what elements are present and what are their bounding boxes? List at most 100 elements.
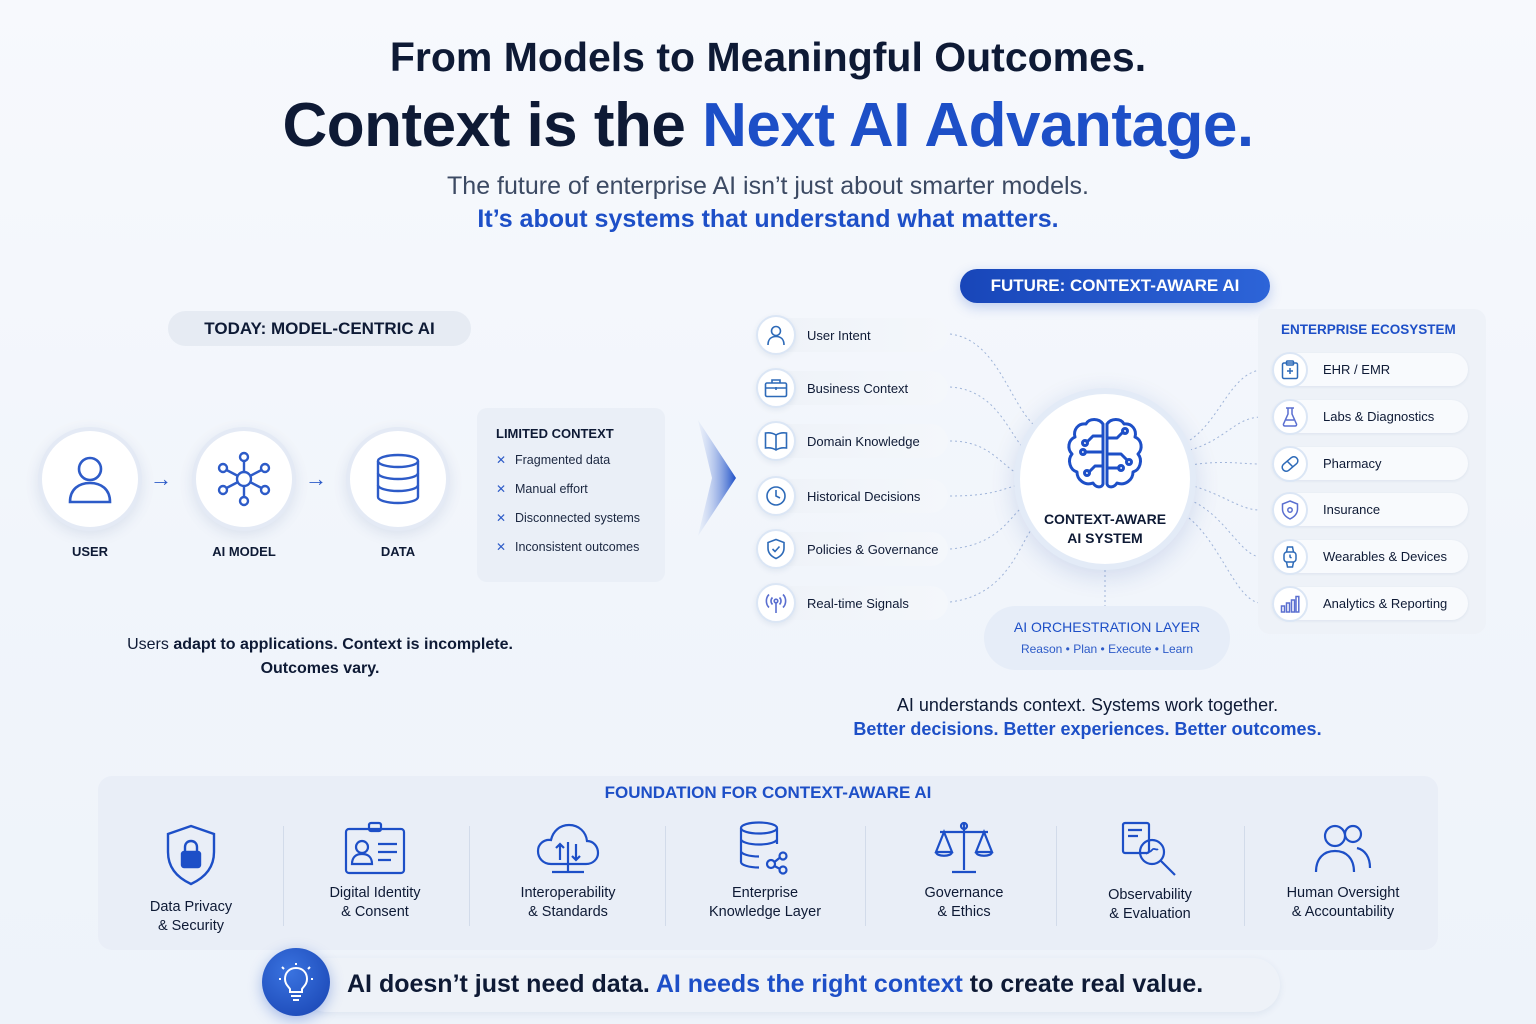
context-item-policies-governance: Policies & Governance [756, 529, 948, 569]
footer-message: AI doesn’t just need data. AI needs the … [347, 970, 1203, 999]
ecosystem-item-wearables: Wearables & Devices [1272, 538, 1468, 575]
limited-context-title: LIMITED CONTEXT [496, 426, 614, 441]
foundation-label-line2: & Standards [528, 904, 608, 920]
context-item-domain-knowledge: Domain Knowledge [756, 421, 948, 461]
context-item-real-time-signals: Real-time Signals [756, 583, 948, 623]
connector-lines [949, 333, 1260, 606]
x-icon: ✕ [496, 511, 507, 525]
limited-context-item: ✕ Disconnected systems [496, 511, 665, 540]
main-title-part1: Context is the [282, 91, 703, 160]
limited-context-item-text: Inconsistent outcomes [515, 540, 640, 554]
foundation-label-line2: & Evaluation [1109, 906, 1191, 922]
pill-icon [1281, 455, 1299, 472]
context-item-icon-wrap [756, 315, 796, 355]
future-pill: FUTURE: CONTEXT-AWARE AI [960, 269, 1270, 303]
ecosystem-item-ehr: EHR / EMR [1272, 351, 1468, 388]
orchestration-subtitle: Reason • Plan • Execute • Learn [1020, 642, 1194, 656]
ecosystem-icon-wrap [1272, 538, 1308, 575]
data-node [346, 427, 450, 531]
context-item-icon-wrap [756, 368, 796, 408]
id-card-icon [344, 821, 406, 875]
cloud-icon [536, 823, 600, 874]
context-item-business-context: Business Context [756, 368, 948, 408]
foundation-label-line1: Digital Identity [329, 885, 421, 901]
divider [469, 826, 470, 926]
foundation-label-line1: Interoperability [520, 885, 616, 901]
user-node [38, 427, 142, 531]
foundation-label-line2: & Ethics [937, 904, 991, 920]
divider [865, 826, 866, 926]
transition-chevron-icon [698, 420, 736, 536]
today-pill: TODAY: MODEL-CENTRIC AI [168, 311, 471, 346]
context-item-label: Historical Decisions [807, 488, 921, 504]
footer-part1: AI doesn’t just need data. [347, 970, 656, 998]
divider [1056, 826, 1057, 926]
context-item-historical-decisions: Historical Decisions [756, 476, 948, 516]
divider [283, 826, 284, 926]
foundation-label-line1: Human Oversight [1286, 885, 1400, 901]
data-node-label: DATA [380, 544, 416, 559]
database-icon [376, 453, 420, 505]
ai-model-node [192, 427, 296, 531]
foundation-title: FOUNDATION FOR CONTEXT-AWARE AI [604, 783, 932, 802]
context-aware-ai-system [1014, 388, 1196, 570]
orchestration-layer: AI ORCHESTRATION LAYER Reason • Plan • E… [984, 606, 1230, 670]
footer-bulb-badge [262, 948, 330, 1016]
ecosystem-item-label: Insurance [1323, 502, 1381, 517]
center-label-line1: CONTEXT-AWARE [1043, 511, 1167, 527]
ecosystem-item-pharmacy: Pharmacy [1272, 445, 1468, 482]
context-item-icon-wrap [756, 421, 796, 461]
orchestration-title: AI ORCHESTRATION LAYER [1013, 619, 1201, 635]
foundation-label-line2: & Security [157, 918, 225, 934]
ecosystem-icon-wrap [1272, 351, 1308, 388]
subtitle-1: The future of enterprise AI isn’t just a… [447, 172, 1089, 200]
clipboard-icon [1281, 359, 1299, 379]
lightbulb-icon [279, 963, 313, 1001]
database-icon [739, 821, 788, 875]
ecosystem-item-label: Analytics & Reporting [1323, 596, 1448, 611]
foundation-label-line2: Knowledge Layer [708, 904, 822, 920]
limited-context-box: LIMITED CONTEXT ✕Fragmented data ✕Manual… [477, 408, 665, 582]
ai-model-node-label: AI MODEL [212, 544, 276, 559]
ecosystem-item-label: Labs & Diagnostics [1323, 409, 1435, 424]
flask-icon [1282, 406, 1298, 427]
brain-icon [1067, 418, 1143, 489]
network-icon [217, 451, 271, 507]
ecosystem-item-label: Pharmacy [1323, 456, 1382, 471]
context-item-label: User Intent [807, 327, 871, 343]
divider [665, 826, 666, 926]
foundation-item-interoperability: Interoperability & Standards [498, 820, 638, 922]
ecosystem-item-label: Wearables & Devices [1323, 549, 1448, 564]
today-caption: Users adapt to applications. Context is … [100, 633, 540, 681]
footer-part2: to create real value. [962, 970, 1204, 998]
context-item-user-intent: User Intent [756, 315, 948, 355]
foundation-item-human-oversight: Human Oversight& Accountability [1268, 820, 1418, 922]
people-icon [1314, 824, 1372, 873]
shield-icon [1281, 499, 1299, 520]
foundation-item-digital-identity: Digital Identity& Consent [305, 820, 445, 922]
magnifier-icon [1121, 821, 1176, 876]
signal-icon [765, 593, 787, 613]
future-caption-2: Better decisions. Better experiences. Be… [853, 719, 1322, 739]
main-title: Context is the Next AI Advantage. [0, 90, 1536, 161]
x-icon: ✕ [496, 453, 507, 467]
limited-context-item: ✕Manual effort [496, 482, 665, 511]
today-caption-bold: adapt to applications. Context is incomp… [173, 636, 513, 653]
today-caption-line2: Outcomes vary. [260, 660, 380, 677]
x-icon: ✕ [496, 482, 507, 496]
book-icon [764, 432, 788, 451]
ecosystem-icon-wrap [1272, 585, 1308, 622]
foundation-label-line1: Enterprise [731, 885, 799, 901]
briefcase-icon [764, 379, 788, 398]
ecosystem-icon-wrap [1272, 445, 1308, 482]
limited-context-item-text: Disconnected systems [515, 511, 641, 525]
shield-icon [767, 538, 785, 560]
enterprise-ecosystem-title: ENTERPRISE ECOSYSTEM [1281, 322, 1456, 337]
context-item-icon-wrap [756, 529, 796, 569]
user-icon [68, 456, 112, 504]
context-item-label: Domain Knowledge [807, 433, 920, 449]
context-item-label: Business Context [807, 380, 909, 396]
context-item-icon-wrap [756, 476, 796, 516]
context-item-icon-wrap [756, 583, 796, 623]
ecosystem-item-label: EHR / EMR [1323, 362, 1391, 377]
